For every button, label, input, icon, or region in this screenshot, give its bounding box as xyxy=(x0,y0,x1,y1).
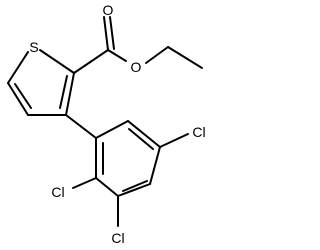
chlorine-label-right: Cl xyxy=(192,124,205,140)
bond-ph-cl-right xyxy=(159,133,189,148)
bonds xyxy=(7,16,203,227)
bond-c5-c4-inner xyxy=(14,83,32,109)
bond-ph-c6-c1 xyxy=(95,120,129,139)
carbonyl-oxygen-label: O xyxy=(103,2,114,18)
atom-labels: S O O Cl Cl Cl xyxy=(29,2,205,246)
bond-ph-inner-3 xyxy=(128,128,154,150)
bond-ph-cl-left xyxy=(72,177,97,189)
bond-c2-s xyxy=(39,49,75,74)
bond-oether-ch2 xyxy=(145,46,169,64)
bond-ph-c2-c3 xyxy=(95,177,119,197)
bond-c2-carbonyl xyxy=(73,49,109,74)
bond-ch2-ch3 xyxy=(167,46,203,69)
bond-c5-c4 xyxy=(7,82,29,116)
bond-ph-inner-2 xyxy=(122,180,148,192)
bond-c3-phenyl xyxy=(65,114,97,139)
bond-carbonyl-o-double xyxy=(109,16,115,50)
bond-ph-c4-c5 xyxy=(149,146,161,185)
chlorine-label-left: Cl xyxy=(51,184,64,200)
bond-carbonyl-oether xyxy=(107,49,127,62)
structure-diagram: S O O Cl Cl Cl xyxy=(7,2,206,246)
bond-ph-c3-c4 xyxy=(117,183,151,197)
bond-c3-c2-inner xyxy=(59,75,68,109)
bond-s-c5 xyxy=(7,51,29,84)
chlorine-label-bottom: Cl xyxy=(111,230,124,246)
bond-carbonyl-o xyxy=(103,16,109,51)
ester-oxygen-label: O xyxy=(131,59,142,75)
bond-ph-c5-c6 xyxy=(127,120,161,148)
sulfur-label: S xyxy=(29,39,38,55)
bond-c3-c2 xyxy=(65,72,75,116)
